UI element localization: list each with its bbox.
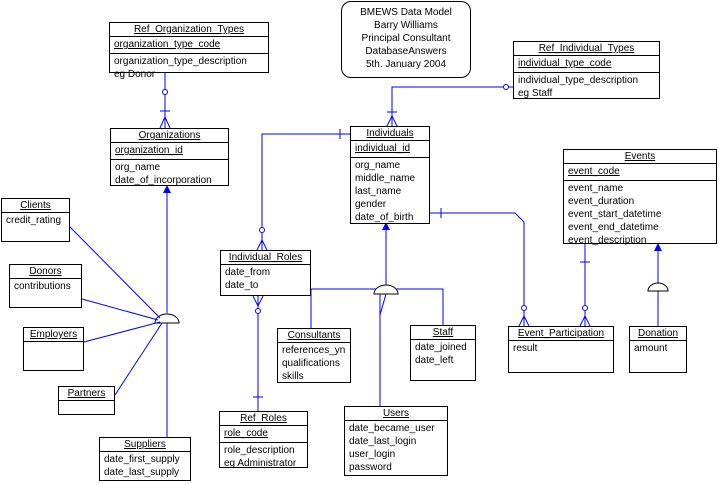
attribute: org_name [115, 162, 161, 173]
note-role: Principal Consultant [361, 33, 451, 44]
attribute: date_last_supply [104, 467, 180, 478]
entity-donors[interactable]: Donors contributions [9, 264, 82, 308]
entity-individuals[interactable]: Individuals individual_id org_name middl… [350, 126, 430, 224]
note-title: BMEWS Data Model [360, 7, 452, 18]
entity-title: Events [624, 151, 656, 162]
entity-title: Individual_Roles [228, 252, 303, 263]
entity-title: Organizations [138, 130, 201, 141]
entity-organizations[interactable]: Organizations organization_id org_name d… [110, 128, 229, 186]
entity-consultants[interactable]: Consultants references_yn qualifications… [277, 328, 351, 383]
attribute: date_last_login [349, 436, 417, 447]
entity-title: Donors [29, 266, 62, 277]
attribute: result [513, 343, 538, 354]
entity-title: Partners [67, 388, 106, 399]
attribute: contributions [14, 281, 71, 292]
primary-key: organization_id [115, 145, 183, 156]
entity-ref-individual-types[interactable]: Ref_Individual_Types individual_type_cod… [513, 41, 660, 99]
diagram-title-note: BMEWS Data Model Barry Williams Principa… [341, 1, 471, 78]
attribute: event_start_datetime [568, 209, 662, 220]
attribute: eg Administrator [224, 458, 297, 469]
attribute: event_duration [568, 196, 635, 207]
attribute: credit_rating [6, 215, 62, 226]
entity-title: Clients [20, 200, 51, 211]
primary-key: individual_id [355, 143, 411, 154]
entity-title: Donation [637, 328, 679, 339]
entity-partners[interactable]: Partners [58, 386, 115, 415]
primary-key: organization_type_code [114, 39, 221, 50]
entity-suppliers[interactable]: Suppliers date_first_supply date_last_su… [99, 437, 191, 481]
primary-key: role_code [224, 428, 268, 439]
attribute: qualifications [282, 358, 340, 369]
attribute: date_to [225, 280, 259, 291]
entity-events[interactable]: Events event_code event_name event_durat… [563, 149, 717, 246]
entity-ref-organization-types[interactable]: Ref_Organization_Types organization_type… [109, 22, 269, 80]
entity-clients[interactable]: Clients credit_rating [1, 198, 70, 242]
entity-employers[interactable]: Employers [23, 327, 84, 371]
attribute: skills [282, 371, 304, 382]
attribute: password [349, 462, 392, 473]
entity-title: Suppliers [124, 439, 166, 450]
entity-donation[interactable]: Donation amount [629, 326, 687, 373]
attribute: date_first_supply [104, 454, 180, 465]
attribute: references_yn [282, 345, 346, 356]
attribute: last_name [355, 186, 402, 197]
attribute: event_name [568, 183, 624, 194]
attribute: date_of_birth [355, 212, 414, 223]
entity-title: Ref_Roles [240, 413, 287, 424]
attribute: event_description [568, 235, 647, 246]
entity-ref-roles[interactable]: Ref_Roles role_code role_description eg … [219, 411, 308, 469]
entity-title: Staff [432, 327, 454, 338]
attribute: date_became_user [349, 423, 435, 434]
entity-individual-roles[interactable]: Individual_Roles date_from date_to [220, 250, 311, 296]
attribute: event_end_datetime [568, 222, 659, 233]
attribute: eg Staff [518, 88, 553, 99]
entity-title: Consultants [287, 330, 341, 341]
attribute: org_name [355, 160, 401, 171]
note-date: 5th. January 2004 [365, 59, 447, 70]
attribute: gender [355, 199, 387, 210]
attribute: middle_name [355, 173, 416, 184]
note-author: Barry Williams [374, 20, 438, 31]
attribute: amount [634, 343, 668, 354]
attribute: individual_type_description [518, 75, 639, 86]
entity-users[interactable]: Users date_became_user date_last_login u… [344, 406, 448, 476]
entity-title: Employers [29, 329, 78, 340]
attribute: date_from [225, 267, 271, 278]
note-company: DatabaseAnswers [365, 46, 447, 57]
primary-key: individual_type_code [518, 58, 612, 69]
attribute: role_description [224, 445, 295, 456]
attribute: date_of_incorporation [115, 175, 212, 186]
entity-title: Individuals [366, 128, 414, 139]
entity-title: Event_Participation [517, 328, 605, 339]
primary-key: event_code [568, 166, 620, 177]
entity-title: Users [382, 408, 410, 419]
entity-staff[interactable]: Staff date_joined date_left [410, 325, 476, 381]
attribute: date_joined [415, 342, 467, 353]
attribute: date_left [415, 355, 454, 366]
entity-title: Ref_Organization_Types [133, 24, 245, 35]
attribute: user_login [349, 449, 396, 460]
attribute: organization_type_description [114, 56, 247, 67]
attribute: eg Donor [114, 69, 156, 80]
entity-title: Ref_Individual_Types [538, 43, 635, 54]
entity-event-participation[interactable]: Event_Participation result [508, 326, 614, 373]
